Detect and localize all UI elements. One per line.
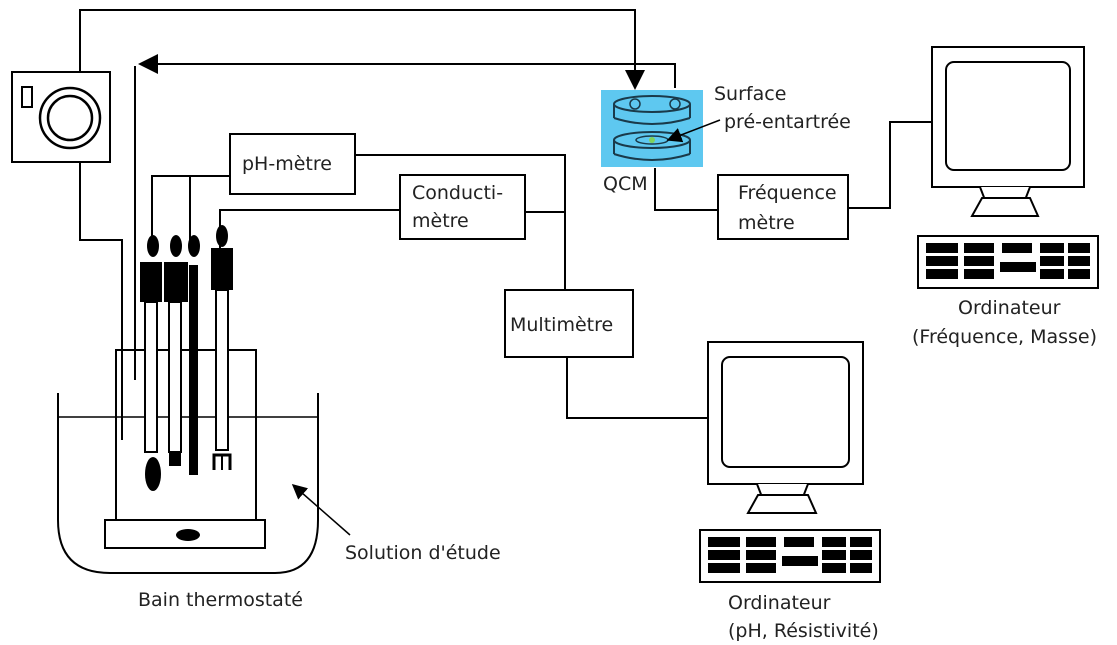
computer-right-label-1: Ordinateur <box>958 297 1061 319</box>
ph-metre-box <box>229 133 356 195</box>
surface-arrow <box>666 119 721 143</box>
return-wire <box>138 54 676 88</box>
ph-metre-label: pH-mètre <box>242 153 332 175</box>
conducti-wire <box>219 209 400 248</box>
freq-to-pc <box>848 121 932 209</box>
frequencemetre-box <box>717 174 849 240</box>
computer-right-label-2: (Fréquence, Masse) <box>912 326 1097 348</box>
electrode-1 <box>140 235 162 491</box>
bain-label: Bain thermostaté <box>138 589 303 611</box>
keyboard-right-keys <box>926 243 1090 279</box>
solution-label: Solution d'étude <box>345 542 501 564</box>
ph-wire-2 <box>189 175 230 248</box>
surface-label-1: Surface <box>714 83 786 105</box>
solution-arrow <box>291 484 351 536</box>
electrode-4 <box>211 225 233 470</box>
keyboard-bottom-keys <box>708 537 872 573</box>
conductimetre-label-2: mètre <box>412 210 469 232</box>
multimetre-label: Multimètre <box>510 314 613 336</box>
conductimetre-box <box>399 174 526 240</box>
computer-bottom <box>699 341 881 583</box>
top-wire <box>79 9 645 90</box>
computer-bottom-label-2: (pH, Résistivité) <box>728 620 879 642</box>
ph-to-multi <box>355 154 566 290</box>
conductimetre-label-1: Conducti- <box>412 182 503 204</box>
multi-to-pc <box>566 357 713 419</box>
frequencemetre-label-2: mètre <box>738 212 795 234</box>
qcm-sensor <box>601 90 703 167</box>
thermostat-unit <box>11 71 111 163</box>
qcm-label: QCM <box>603 173 648 195</box>
computer-bottom-label-1: Ordinateur <box>728 592 831 614</box>
multimetre-box <box>504 289 634 358</box>
electrode-2 <box>164 235 188 466</box>
electrode-3 <box>188 235 200 475</box>
surface-label-2: pré-entartrée <box>724 111 851 133</box>
thermostat-wire <box>79 160 123 440</box>
thermostat-bath <box>57 349 319 574</box>
frequencemetre-label-1: Fréquence <box>738 182 837 204</box>
computer-right <box>917 46 1099 289</box>
qcm-to-freq <box>654 168 718 211</box>
